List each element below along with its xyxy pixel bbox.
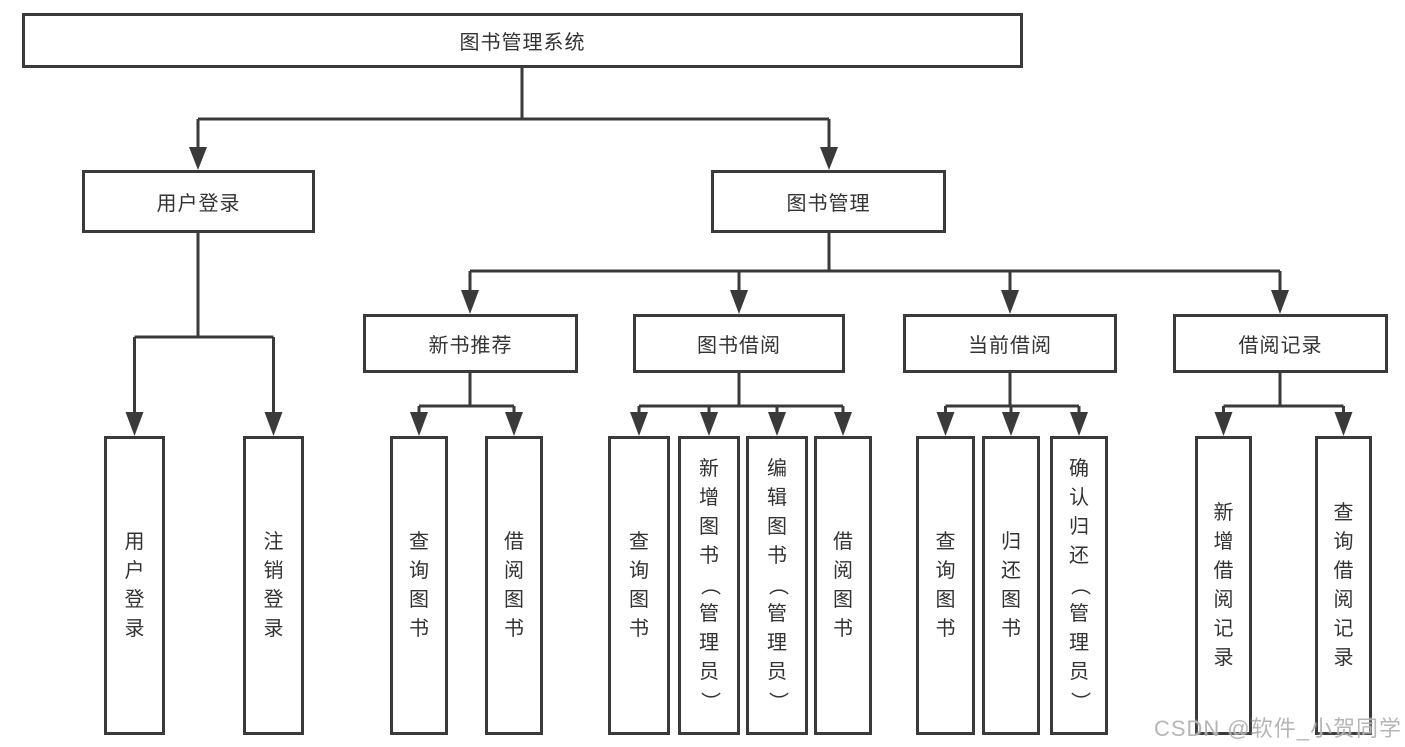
node-leaf-add-borrow-record: 新增借阅记录	[1195, 436, 1252, 735]
node-book-management: 图书管理	[711, 170, 946, 233]
node-leaf-add-book-admin: 新增图书（管理员）	[678, 436, 740, 735]
node-leaf-query-books-recommend: 查询图书	[390, 436, 448, 735]
node-leaf-query-borrow-record: 查询借阅记录	[1315, 436, 1372, 735]
node-leaf-query-books-current: 查询图书	[916, 436, 975, 735]
node-leaf-return-book: 归还图书	[982, 436, 1040, 735]
node-leaf-borrow-books: 借阅图书	[814, 436, 872, 735]
node-user-login: 用户登录	[82, 170, 315, 233]
node-new-book-recommendation: 新书推荐	[363, 314, 578, 373]
node-leaf-user-login: 用户登录	[104, 436, 165, 735]
node-book-borrowing: 图书借阅	[633, 314, 845, 373]
node-borrowing-records: 借阅记录	[1173, 314, 1388, 373]
node-leaf-logout: 注销登录	[243, 436, 304, 735]
csdn-watermark: CSDN @软件_小贺同学	[1153, 716, 1402, 741]
node-leaf-confirm-return-admin: 确认归还（管理员）	[1050, 436, 1108, 735]
node-root-library-management-system: 图书管理系统	[22, 13, 1023, 68]
node-leaf-query-books-borrow: 查询图书	[608, 436, 670, 735]
node-leaf-edit-book-admin: 编辑图书（管理员）	[746, 436, 808, 735]
node-current-borrowing: 当前借阅	[903, 314, 1117, 373]
node-leaf-borrow-books-recommend: 借阅图书	[485, 436, 543, 735]
arrowheads	[125, 147, 1353, 436]
